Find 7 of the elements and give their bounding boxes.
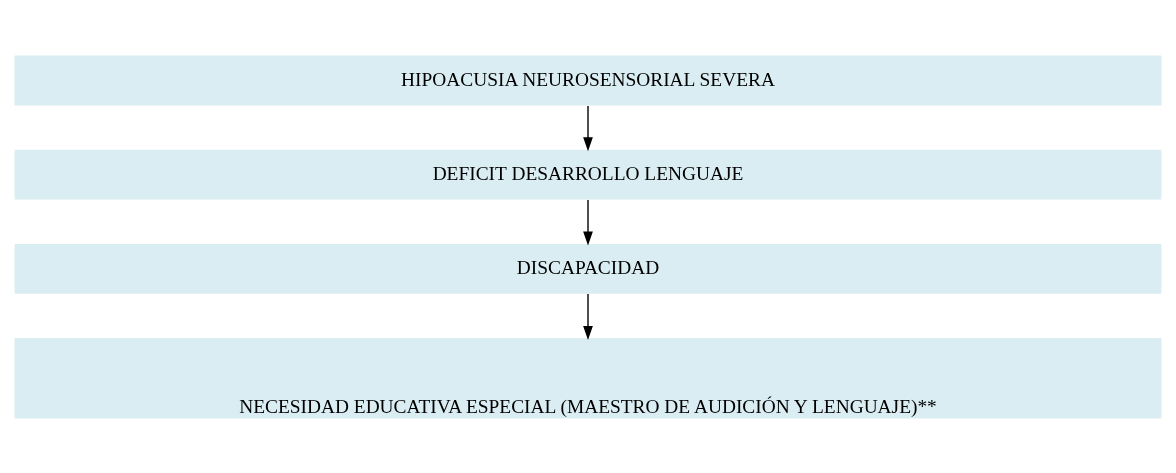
node-box: DISCAPACIDAD: [14, 243, 1162, 294]
node-box: NECESIDAD EDUCATIVA ESPECIAL (MAESTRO DE AUDICIÓN Y LENGUAJE)**: [14, 337, 1162, 418]
arrow: [583, 292, 593, 340]
arrow: [583, 104, 593, 151]
node-box: HIPOACUSIA NEUROSENSORIAL SEVERA: [14, 55, 1162, 105]
arrow: [583, 198, 593, 245]
node-box: DEFICIT DESARROLLO LENGUAJE: [14, 149, 1162, 200]
